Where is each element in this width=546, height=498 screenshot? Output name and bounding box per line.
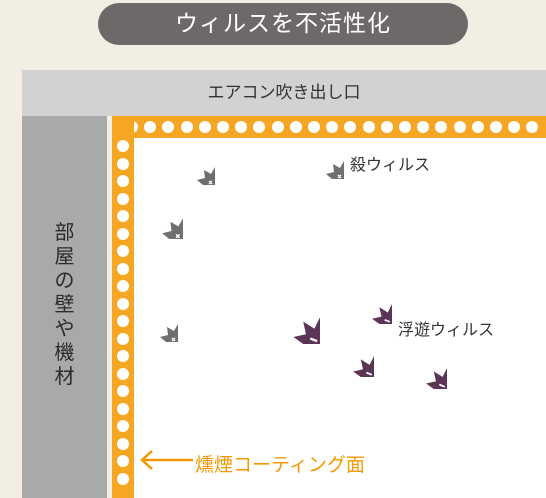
killed-virus-icon: [137, 193, 183, 239]
coating-surface-label: 燻煙コーティング面: [195, 454, 365, 476]
coating-bead: [380, 121, 393, 133]
floating-virus-icon: [403, 345, 447, 389]
wall-label-char: 屋: [54, 244, 75, 268]
coating-bead: [217, 121, 229, 133]
coating-bead: [198, 121, 211, 133]
wall-label: 部 屋 の 壁 や 機 材: [22, 220, 107, 388]
coating-bead: [308, 121, 320, 133]
coating-bead: [508, 121, 521, 133]
floating-virus-icon: [350, 282, 392, 324]
coating-bead: [326, 121, 339, 133]
coating-bead: [417, 121, 430, 133]
wall-label-char: 機: [54, 340, 75, 364]
coating-bead: [289, 121, 302, 133]
killed-virus-label: 殺ウィルス: [350, 155, 431, 174]
coating-bead: [344, 121, 357, 133]
coating-bead: [117, 227, 129, 240]
coating-bead: [117, 192, 129, 205]
coating-bead: [117, 262, 129, 275]
wall-label-char: や: [54, 316, 75, 340]
coating-bead: [490, 121, 502, 133]
killed-virus-icon: [175, 145, 215, 185]
coating-bead: [235, 121, 248, 133]
coating-bead: [117, 210, 129, 222]
coating-bead: [453, 121, 466, 133]
wall-label-char: 壁: [54, 292, 75, 316]
coating-bead: [117, 297, 129, 310]
arrow-left-icon: [140, 450, 193, 470]
coating-bead: [253, 121, 266, 133]
coating-bead: [117, 350, 129, 362]
wall-label-char: の: [54, 268, 75, 292]
coating-bead: [117, 367, 129, 380]
coating-bead: [117, 140, 129, 152]
coating-bead: [526, 121, 539, 133]
coating-bead: [180, 121, 193, 133]
coating-bead: [117, 332, 129, 345]
killed-virus-icon: [138, 302, 178, 342]
coating-strip-top: [112, 116, 546, 138]
coating-bead: [362, 121, 375, 133]
wall-label-char: 材: [54, 364, 75, 388]
coating-bead: [471, 121, 484, 133]
floating-virus-icon: [264, 288, 320, 344]
room-wall: [22, 116, 107, 498]
coating-bead: [271, 121, 284, 133]
wall-label-char: 部: [54, 220, 75, 244]
coating-strip-left: [112, 116, 134, 498]
coating-bead: [117, 420, 129, 432]
title-banner: ウィルスを不活性化: [98, 3, 468, 45]
coating-bead: [117, 385, 129, 397]
coating-bead: [435, 121, 448, 133]
coating-bead: [117, 245, 129, 257]
coating-bead: [117, 472, 129, 485]
coating-bead: [144, 121, 157, 133]
coating-bead: [117, 437, 129, 450]
floating-virus-icon: [330, 333, 374, 377]
killed-virus-icon: [304, 139, 344, 179]
coating-bead: [117, 175, 129, 187]
room-interior: [112, 116, 546, 498]
coating-bead: [117, 402, 129, 415]
coating-bead: [117, 157, 129, 170]
coating-bead: [162, 121, 175, 133]
coating-bead: [117, 315, 129, 327]
coating-bead: [117, 455, 129, 467]
coating-bead: [117, 280, 129, 292]
coating-bead: [399, 121, 411, 133]
air-conditioner-outlet: エアコン吹き出し口: [22, 70, 546, 116]
floating-virus-label: 浮遊ウィルス: [398, 320, 495, 339]
